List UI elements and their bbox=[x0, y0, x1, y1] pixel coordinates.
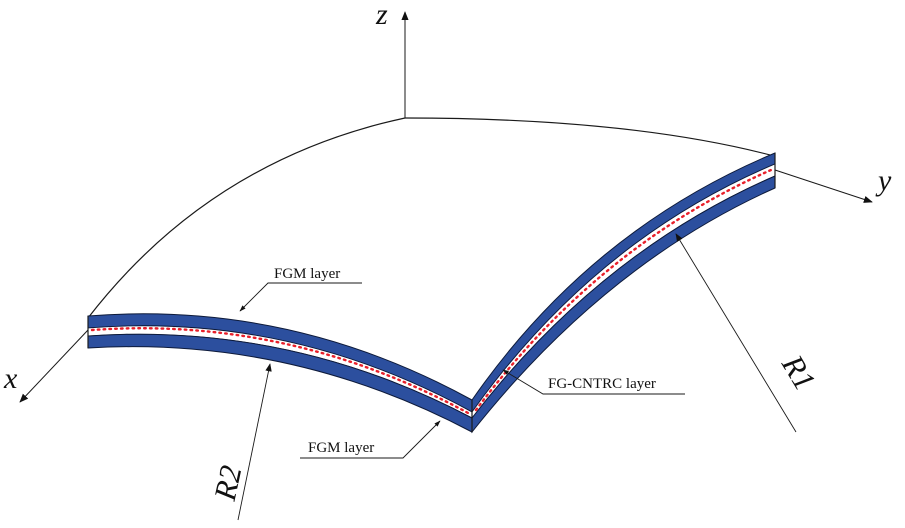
x-axis bbox=[19, 329, 89, 403]
r1-radius-arrow bbox=[675, 233, 797, 433]
cnt-dots-x bbox=[90, 327, 470, 415]
r1-label: R1 bbox=[775, 348, 823, 396]
cntrc-callout-leader bbox=[502, 369, 685, 395]
front-edge-x-laminate bbox=[87, 313, 473, 433]
panel-back-edge-y bbox=[404, 117, 775, 157]
fgm-bottom-callout-leader bbox=[300, 420, 441, 459]
cnt-dots-y bbox=[474, 168, 773, 412]
fgm-top-callout-label: FGM layer bbox=[274, 266, 340, 282]
panel-back-edge-x bbox=[87, 117, 406, 319]
y-axis bbox=[774, 169, 873, 203]
r2-radius-arrow bbox=[237, 363, 272, 521]
r2-label: R2 bbox=[207, 462, 249, 504]
cntrc-callout-label: FG-CNTRC layer bbox=[548, 376, 656, 392]
y-axis-label: y bbox=[875, 164, 892, 197]
z-axis-label: z bbox=[375, 0, 388, 31]
fgm-bottom-callout-label: FGM layer bbox=[308, 440, 374, 456]
fgm-top-callout-leader bbox=[239, 282, 362, 312]
x-axis-label: x bbox=[3, 362, 18, 395]
